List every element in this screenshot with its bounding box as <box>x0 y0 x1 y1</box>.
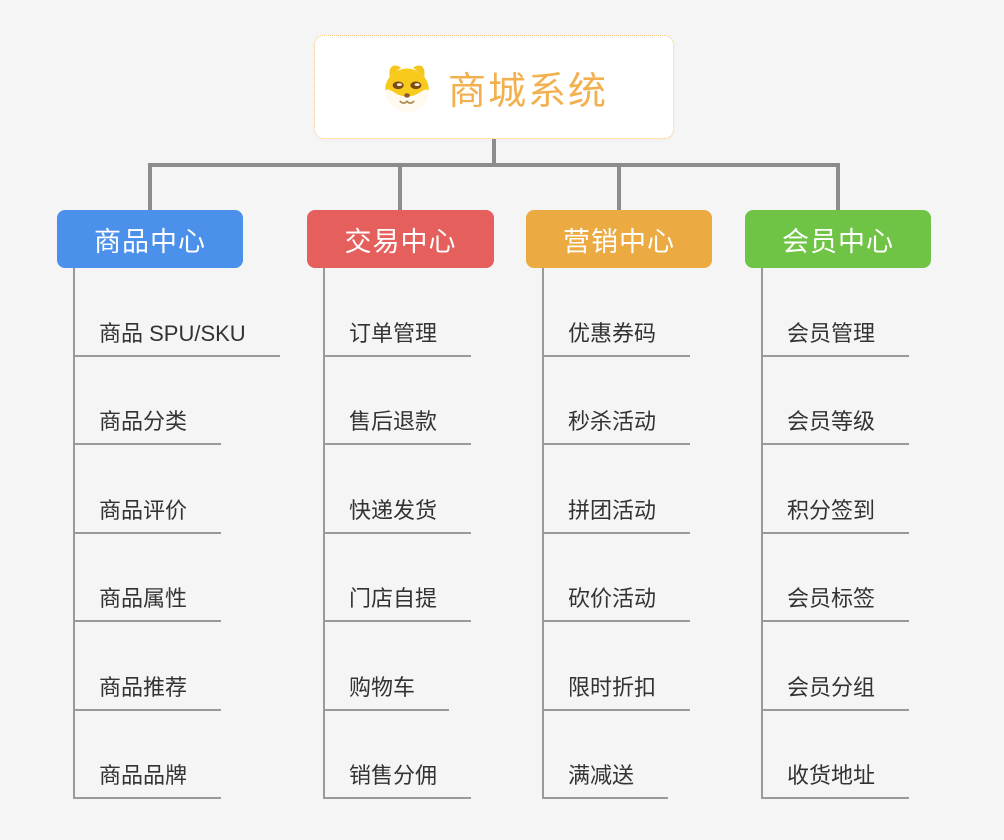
branch-header-member[interactable]: 会员中心 <box>745 210 931 268</box>
tree-item-label[interactable]: 销售分佣 <box>323 758 472 799</box>
tree-item-label[interactable]: 优惠券码 <box>542 316 691 357</box>
tree-item-label[interactable]: 拼团活动 <box>542 493 691 534</box>
tree-item-label[interactable]: 商品推荐 <box>73 670 222 711</box>
dog-face-icon <box>385 65 429 113</box>
tree-item: 积分签到 <box>761 445 931 534</box>
tree-item-label[interactable]: 商品品牌 <box>73 758 222 799</box>
connector-horizontal-bar <box>148 163 840 167</box>
tree-item-label[interactable]: 会员标签 <box>761 581 910 622</box>
branch-items: 订单管理 售后退款 快递发货 门店自提 购物车 销售分佣 <box>323 268 494 799</box>
tree-item-label[interactable]: 商品 SPU/SKU <box>73 316 280 357</box>
branch-items: 会员管理 会员等级 积分签到 会员标签 会员分组 收货地址 <box>761 268 931 799</box>
branch-product-center: 商品中心 商品 SPU/SKU 商品分类 商品评价 商品属性 商品推荐 商品品牌 <box>57 210 280 799</box>
tree-item: 快递发货 <box>323 445 494 534</box>
connector-drop-2 <box>398 165 402 210</box>
branch-trade-center: 交易中心 订单管理 售后退款 快递发货 门店自提 购物车 销售分佣 <box>307 210 494 799</box>
tree-item: 会员管理 <box>761 268 931 357</box>
branch-header-trade[interactable]: 交易中心 <box>307 210 494 268</box>
tree-item-label[interactable]: 会员等级 <box>761 404 910 445</box>
connector-drop-3 <box>617 165 621 210</box>
tree-item: 商品推荐 <box>73 622 243 711</box>
tree-item-label[interactable]: 限时折扣 <box>542 670 691 711</box>
tree-item: 门店自提 <box>323 533 494 622</box>
tree-item: 砍价活动 <box>542 533 712 622</box>
tree-item-label[interactable]: 快递发货 <box>323 493 472 534</box>
connector-drop-4 <box>836 165 840 210</box>
branch-items: 优惠券码 秒杀活动 拼团活动 砍价活动 限时折扣 满减送 <box>542 268 712 799</box>
tree-item-label[interactable]: 收货地址 <box>761 758 910 799</box>
root-node[interactable]: 商城系统 <box>314 35 674 139</box>
tree-item: 销售分佣 <box>323 710 494 799</box>
tree-item: 商品 SPU/SKU <box>73 268 280 357</box>
branch-header-marketing[interactable]: 营销中心 <box>526 210 712 268</box>
tree-item: 订单管理 <box>323 268 494 357</box>
tree-item: 会员标签 <box>761 533 931 622</box>
tree-item: 商品属性 <box>73 533 243 622</box>
tree-item-label[interactable]: 满减送 <box>542 758 669 799</box>
tree-item: 会员分组 <box>761 622 931 711</box>
tree-item-label[interactable]: 售后退款 <box>323 404 472 445</box>
connector-root-stub <box>492 139 496 165</box>
tree-item-label[interactable]: 门店自提 <box>323 581 472 622</box>
tree-item: 商品分类 <box>73 356 243 445</box>
tree-item: 售后退款 <box>323 356 494 445</box>
tree-item: 满减送 <box>542 710 712 799</box>
branch-member-center: 会员中心 会员管理 会员等级 积分签到 会员标签 会员分组 收货地址 <box>745 210 931 799</box>
root-title: 商城系统 <box>447 70 608 113</box>
tree-item-label[interactable]: 购物车 <box>323 670 450 711</box>
tree-item: 购物车 <box>323 622 494 711</box>
tree-item: 会员等级 <box>761 356 931 445</box>
branch-items: 商品 SPU/SKU 商品分类 商品评价 商品属性 商品推荐 商品品牌 <box>73 268 280 799</box>
branch-header-product[interactable]: 商品中心 <box>57 210 243 268</box>
tree-item-label[interactable]: 会员管理 <box>761 316 910 357</box>
tree-item: 商品评价 <box>73 445 243 534</box>
tree-item: 秒杀活动 <box>542 356 712 445</box>
connector-drop-1 <box>148 165 152 210</box>
branch-marketing-center: 营销中心 优惠券码 秒杀活动 拼团活动 砍价活动 限时折扣 满减送 <box>526 210 712 799</box>
tree-item-label[interactable]: 积分签到 <box>761 493 910 534</box>
tree-item-label[interactable]: 商品属性 <box>73 581 222 622</box>
tree-item-label[interactable]: 砍价活动 <box>542 581 691 622</box>
tree-item-label[interactable]: 商品评价 <box>73 493 222 534</box>
tree-item: 收货地址 <box>761 710 931 799</box>
tree-item-label[interactable]: 订单管理 <box>323 316 472 357</box>
tree-item: 商品品牌 <box>73 710 243 799</box>
tree-item-label[interactable]: 会员分组 <box>761 670 910 711</box>
tree-item: 限时折扣 <box>542 622 712 711</box>
tree-item: 拼团活动 <box>542 445 712 534</box>
tree-item: 优惠券码 <box>542 268 712 357</box>
tree-item-label[interactable]: 秒杀活动 <box>542 404 691 445</box>
tree-item-label[interactable]: 商品分类 <box>73 404 222 445</box>
